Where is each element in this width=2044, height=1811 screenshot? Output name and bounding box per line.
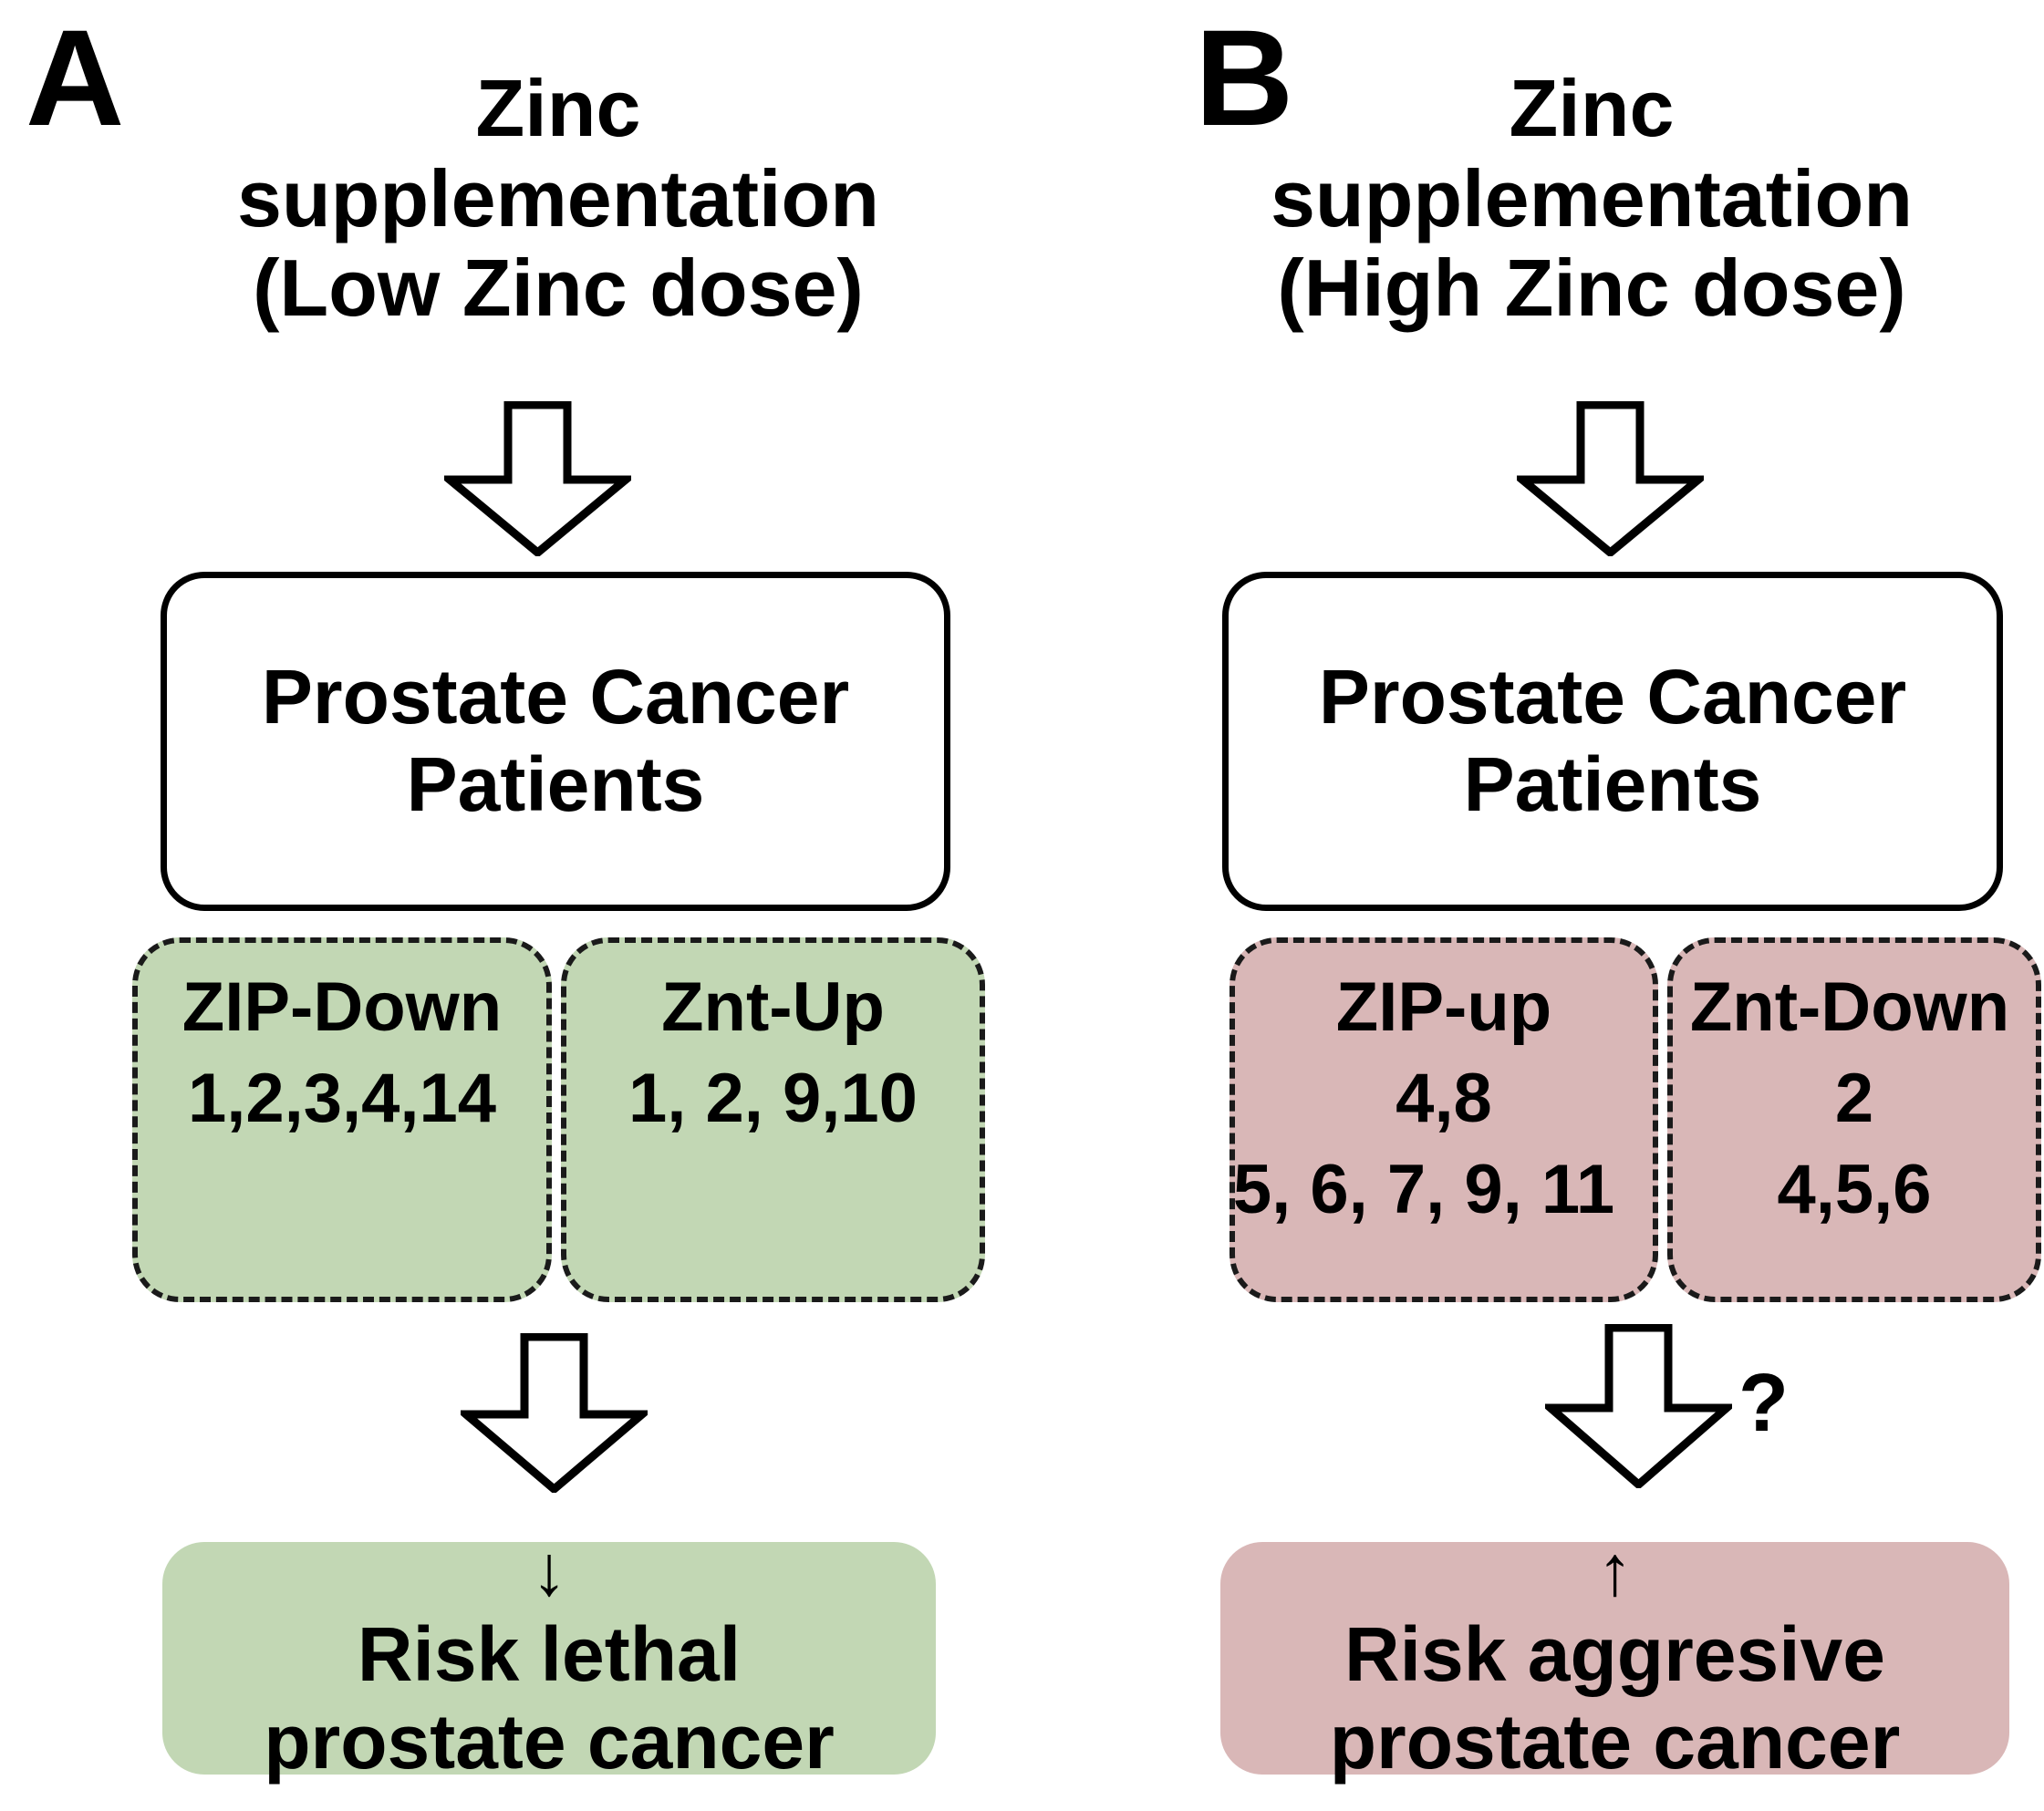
panel-a-outcome-text: ↓ Risk lethal prostate cancer [264, 1530, 835, 1785]
panel-a-top-block-arrow-icon [444, 401, 631, 556]
panel-b-outcome-line2: prostate cancer [1329, 1698, 1901, 1785]
panel-a-znt-numbers-1: 1, 2, 9,10 [628, 1060, 918, 1137]
panel-b-bottom-block-arrow-icon [1545, 1324, 1732, 1488]
panel-b-top-block-arrow-icon [1517, 401, 1704, 556]
panel-b-zip-numbers-1: 4,8 [1396, 1060, 1492, 1137]
down-arrow-icon: ↓ [531, 1530, 567, 1611]
panel-b-znt-title: Znt-Down [1689, 968, 2010, 1046]
panel-a-zip-title: ZIP-Down [182, 968, 503, 1046]
panel-b-patient-box-text: Prostate Cancer Patients [1319, 654, 1906, 829]
panel-a-heading-line3: (Low Zinc dose) [253, 243, 864, 334]
panel-b-outcome-box: ↑ Risk aggresive prostate cancer [1220, 1530, 2009, 1785]
panel-b-zip-title: ZIP-up [1335, 968, 1552, 1046]
panel-a-outcome-box: ↓ Risk lethal prostate cancer [162, 1530, 936, 1785]
panel-b-heading-line3: (High Zinc dose) [1277, 243, 1906, 334]
panel-a-patient-box-line2: Patients [406, 741, 705, 827]
panel-letter-a: A [26, 1, 124, 154]
panel-a-outcome-line2: prostate cancer [264, 1698, 835, 1785]
panel-a-zip-cell [132, 937, 552, 1302]
up-arrow-icon: ↑ [1597, 1530, 1633, 1611]
panel-b-znt-cell [1667, 937, 2041, 1302]
panel-a-heading-line2: supplementation [236, 152, 880, 243]
panel-b-patient-box-line1: Prostate Cancer [1318, 654, 1907, 740]
panel-a-transporter-group: ZIP-Down 1,2,3,4,14 Znt-Up 1, 2, 9,10 [132, 937, 985, 1302]
panel-b-outcome-line1-text: Risk aggresive [1344, 1611, 1885, 1698]
panel-a-patient-box: Prostate Cancer Patients [161, 572, 950, 911]
panel-b-outcome-text: ↑ Risk aggresive prostate cancer [1330, 1530, 1901, 1785]
panel-a-patient-box-line1: Prostate Cancer [261, 654, 850, 740]
panel-letter-b: B [1195, 1, 1293, 154]
panel-b-transporter-group: ZIP-up 4,8 5, 6, 7, 9, 11 Znt-Down 2 4,5… [1230, 937, 2044, 1302]
panel-a-bottom-block-arrow-icon [461, 1333, 648, 1493]
panel-a-patient-box-text: Prostate Cancer Patients [262, 654, 849, 829]
panel-b-patient-box-line2: Patients [1463, 741, 1762, 827]
panel-b-zip-numbers-2: 5, 6, 7, 9, 11 [1232, 1151, 1615, 1228]
panel-b-heading: Zinc supplementation (High Zinc dose) [1136, 63, 2044, 334]
panel-a-heading-line1: Zinc [475, 63, 641, 153]
panel-a-znt-title: Znt-Up [661, 968, 885, 1046]
panel-a-znt-cell [561, 937, 985, 1302]
panel-b-patient-box: Prostate Cancer Patients [1222, 572, 2003, 911]
panel-a-outcome-line1-text: Risk lethal [357, 1611, 742, 1698]
panel-b-heading-line2: supplementation [1270, 152, 1914, 243]
panel-b-zip-cell [1230, 937, 1658, 1302]
panel-b-znt-numbers-1: 2 [1834, 1060, 1874, 1137]
panel-b-heading-line1: Zinc [1509, 63, 1675, 153]
panel-b-outcome-line1: ↑ Risk aggresive [1330, 1530, 1901, 1699]
panel-a-outcome-line1: ↓ Risk lethal [264, 1530, 835, 1699]
panel-a-zip-numbers-1: 1,2,3,4,14 [187, 1060, 497, 1137]
panel-b-question-mark: ? [1738, 1358, 1789, 1449]
panel-a-heading: Zinc supplementation (Low Zinc dose) [84, 63, 1032, 334]
panel-b-znt-numbers-2: 4,5,6 [1777, 1151, 1932, 1228]
